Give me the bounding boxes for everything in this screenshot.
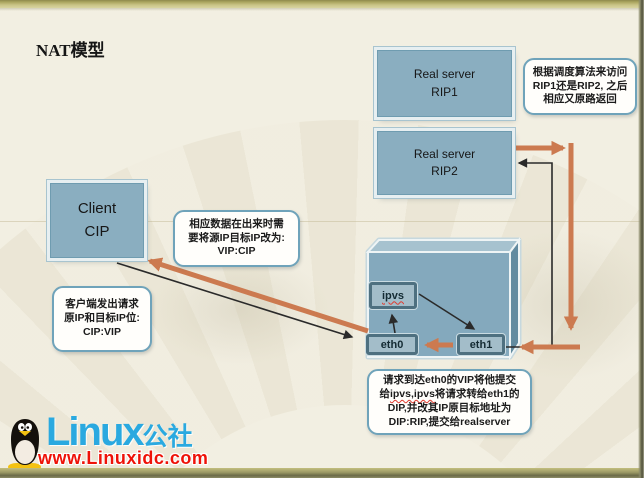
callout-request: 客户端发出请求 原IP和目标IP位: CIP:VIP: [52, 286, 152, 352]
callout-director-line4: DIP:RIP,提交给realserver: [388, 415, 511, 428]
page-title: NAT模型: [36, 41, 105, 60]
fan-edge-line: [0, 221, 644, 222]
rip2-node: Real server RIP2: [377, 131, 512, 195]
brand-name: Linux: [46, 410, 145, 454]
eth1-node: eth1: [457, 334, 505, 355]
rip1-label-line1: Real server: [413, 67, 476, 82]
eth0-node: eth0: [366, 334, 418, 355]
callout-director-line1: 请求到达eth0的VIP将他提交: [382, 374, 516, 387]
callout-schedule-line2: RIP1还是RIP2, 之后: [532, 79, 628, 92]
callout-director-line2-suffix: 将请求转给eth1的: [434, 388, 520, 401]
slide-bottom-border: [0, 468, 644, 478]
callout-director-line2: 给ipvs,ipvs将请求转给eth1的: [379, 388, 519, 402]
callout-schedule-line3: 相应又原路返回: [543, 93, 617, 106]
callout-response: 相应数据在出来时需 要将源IP目标IP改为: VIP:CIP: [173, 210, 300, 267]
callout-request-line3: CIP:VIP: [83, 325, 121, 338]
paper-texture: [150, 255, 330, 365]
callout-response-line1: 相应数据在出来时需: [189, 217, 284, 230]
ipvs-node: ipvs: [369, 282, 417, 309]
linuxidc-logo: Linux公社 www.Linuxidc.com: [0, 410, 300, 478]
callout-schedule-line1: 根据调度算法来访问: [532, 65, 628, 78]
callout-response-line3: VIP:CIP: [217, 245, 256, 258]
eth1-label: eth1: [469, 338, 493, 351]
client-label-line1: Client: [77, 200, 117, 217]
client-node: Client CIP: [50, 183, 144, 258]
site-url: www.Linuxidc.com: [38, 448, 209, 468]
callout-director-line2-wavy: ipvs,ipvs: [389, 388, 435, 401]
callout-request-line2: 原IP和目标IP位:: [64, 312, 140, 325]
slide-right-border: [638, 0, 644, 478]
callout-request-line1: 客户端发出请求: [65, 298, 139, 311]
rip1-node: Real server RIP1: [377, 50, 512, 117]
callout-director-line2-prefix: 给: [379, 388, 390, 401]
slide-top-border: [0, 0, 644, 8]
callout-director: 请求到达eth0的VIP将他提交 给ipvs,ipvs将请求转给eth1的 DI…: [367, 369, 532, 435]
callout-response-line2: 要将源IP目标IP改为:: [188, 231, 285, 244]
brand-text: Linux公社: [46, 410, 193, 455]
client-label-line2: CIP: [84, 222, 110, 240]
rip2-label-line2: RIP2: [431, 164, 458, 178]
callout-director-line3: DIP,并改其IP原目标地址为: [387, 402, 512, 414]
rip1-label-line2: RIP1: [431, 84, 458, 99]
eth0-label: eth0: [380, 338, 404, 351]
slide-top-border-shadow: [0, 8, 644, 11]
callout-schedule: 根据调度算法来访问 RIP1还是RIP2, 之后 相应又原路返回: [523, 58, 637, 115]
ipvs-label: ipvs: [381, 289, 404, 302]
rip2-label-line1: Real server: [413, 146, 476, 161]
brand-suffix: 公社: [142, 423, 193, 451]
